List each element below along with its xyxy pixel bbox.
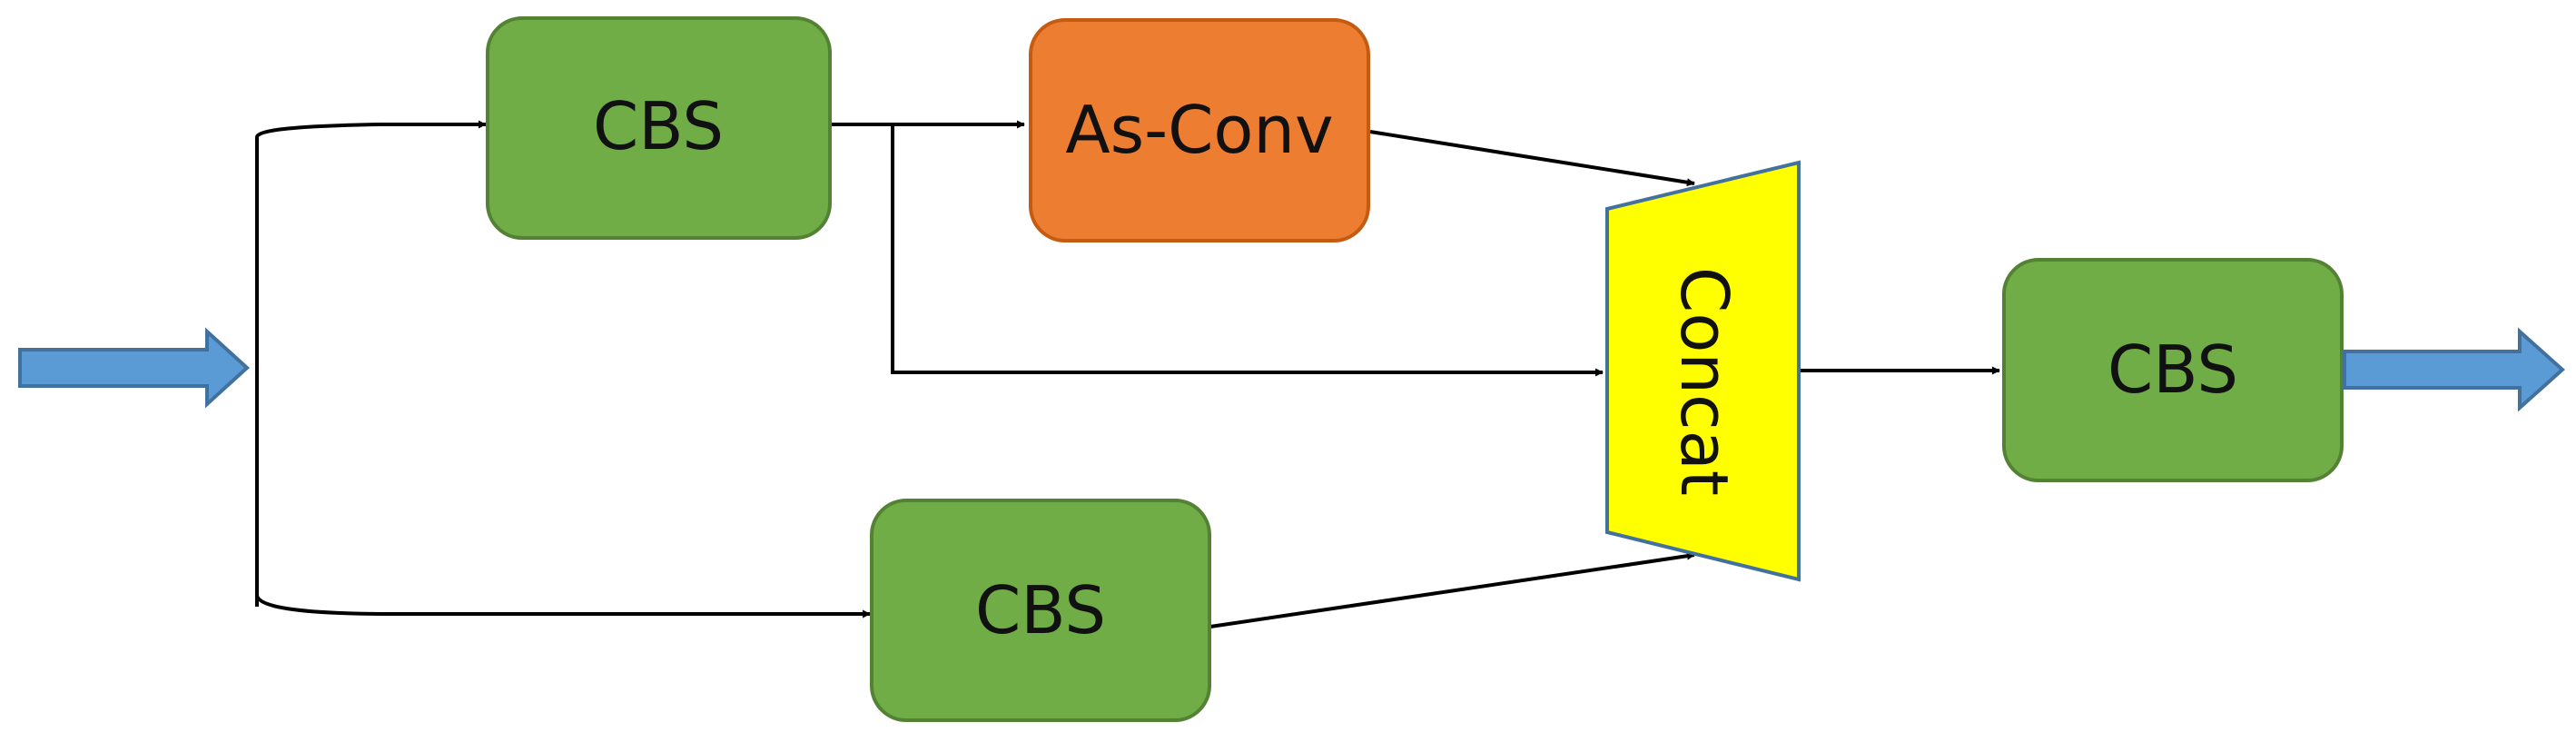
cbs-top-label: CBS	[593, 88, 724, 164]
input-arrow	[18, 327, 250, 409]
cbs-bottom-label: CBS	[975, 572, 1106, 648]
cbs-top-block: CBS	[486, 16, 832, 240]
asconv-block: As-Conv	[1029, 18, 1370, 242]
connector-skip-to-concat	[891, 124, 1604, 377]
asconv-label: As-Conv	[1065, 92, 1333, 168]
cbs-out-label: CBS	[2107, 331, 2238, 408]
output-arrow	[2343, 327, 2566, 412]
concat-block: Concat	[1605, 160, 1801, 582]
concat-label: Concat	[1666, 267, 1742, 496]
split-connector	[255, 120, 487, 607]
cbs-bottom-block: CBS	[870, 499, 1211, 722]
connector-cbs-bottom-to-concat	[1209, 551, 1695, 628]
connector-asconv-to-concat	[1369, 130, 1695, 187]
split-connector-bottom	[255, 594, 871, 618]
cbs-out-block: CBS	[2002, 258, 2344, 482]
